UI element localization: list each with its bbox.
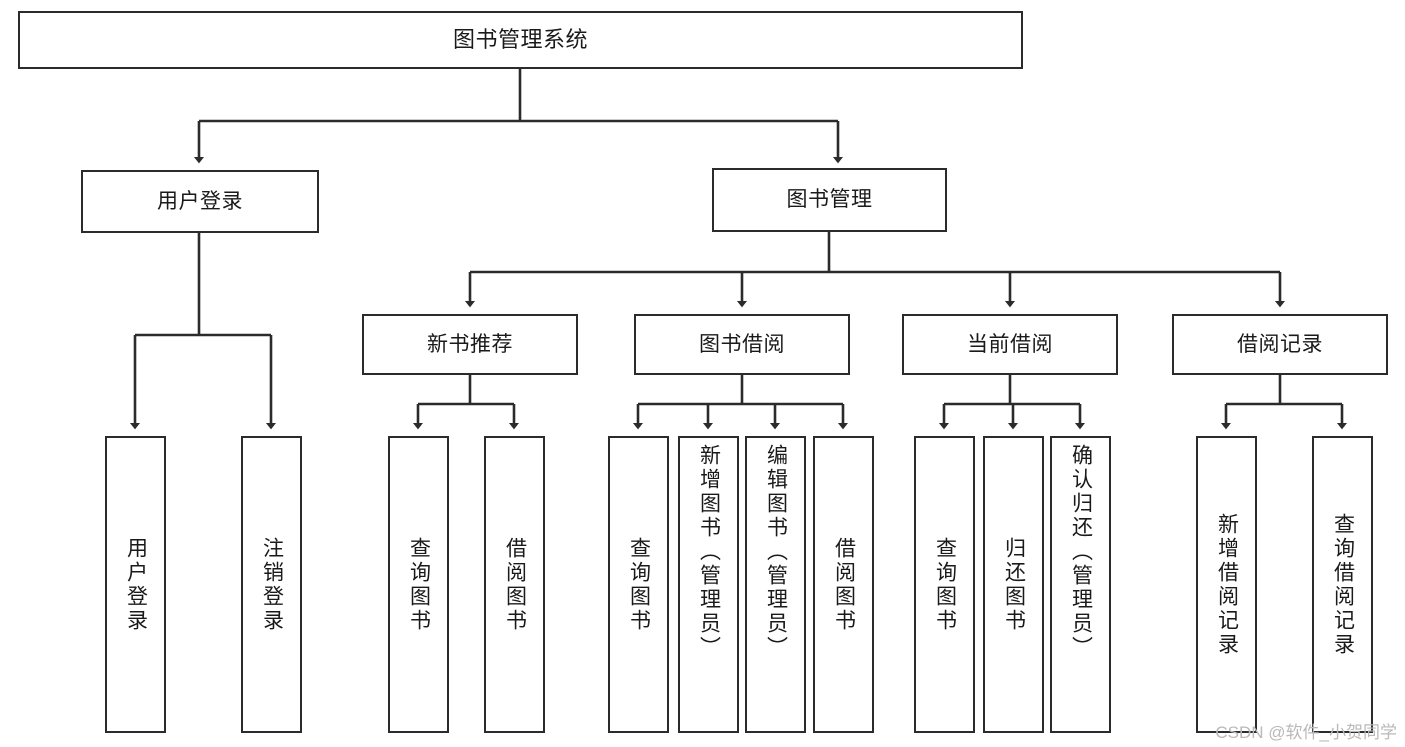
node-label: 新书推荐: [427, 332, 513, 356]
node-leaf-return-book[interactable]: 归还图书: [983, 436, 1044, 733]
node-label: 图书管理系统: [452, 26, 588, 52]
node-new-book-recommendation[interactable]: 新书推荐: [362, 314, 578, 375]
node-leaf-add-book-admin[interactable]: 新增图书（管理员）: [678, 436, 739, 733]
node-leaf-add-borrow-record[interactable]: 新增借阅记录: [1196, 436, 1257, 733]
node-book-borrowing[interactable]: 图书借阅: [634, 314, 850, 375]
node-leaf-query-book-1[interactable]: 查询图书: [388, 436, 449, 733]
node-user-login[interactable]: 用户登录: [81, 170, 319, 233]
node-label: 借阅图书: [832, 536, 856, 633]
node-label: 查询图书: [407, 536, 431, 633]
node-book-management[interactable]: 图书管理: [712, 168, 947, 232]
node-leaf-query-book-2[interactable]: 查询图书: [608, 436, 669, 733]
node-leaf-edit-book-admin[interactable]: 编辑图书（管理员）: [745, 436, 806, 733]
node-leaf-query-borrow-record[interactable]: 查询借阅记录: [1312, 436, 1373, 733]
node-label: 借阅图书: [503, 536, 527, 633]
node-root-library-management-system[interactable]: 图书管理系统: [18, 11, 1023, 69]
node-label: 图书借阅: [699, 332, 785, 356]
node-label: 用户登录: [124, 536, 148, 633]
node-label: 归还图书: [1002, 536, 1026, 633]
node-label: 图书管理: [786, 188, 873, 212]
node-leaf-confirm-return-admin[interactable]: 确认归还（管理员）: [1050, 436, 1111, 733]
node-leaf-user-login[interactable]: 用户登录: [105, 436, 166, 733]
node-current-borrowing[interactable]: 当前借阅: [902, 314, 1118, 375]
node-label: 借阅记录: [1237, 332, 1323, 356]
node-label: 注销登录: [260, 536, 284, 633]
node-label: 用户登录: [157, 189, 243, 213]
node-leaf-borrow-book-2[interactable]: 借阅图书: [813, 436, 874, 733]
node-label: 确认归还（管理员）: [1069, 444, 1093, 660]
node-borrowing-record[interactable]: 借阅记录: [1172, 314, 1388, 375]
node-label: 查询图书: [627, 536, 651, 633]
node-label: 当前借阅: [967, 332, 1053, 356]
node-label: 新增借阅记录: [1215, 512, 1239, 657]
node-leaf-borrow-book-1[interactable]: 借阅图书: [484, 436, 545, 733]
watermark-text: CSDN @软件_小贺同学: [1215, 723, 1397, 742]
node-leaf-query-book-3[interactable]: 查询图书: [914, 436, 975, 733]
node-label: 查询图书: [933, 536, 957, 633]
node-label: 编辑图书（管理员）: [764, 444, 788, 660]
node-label: 新增图书（管理员）: [697, 444, 721, 660]
node-leaf-logout[interactable]: 注销登录: [241, 436, 302, 733]
node-label: 查询借阅记录: [1331, 512, 1355, 657]
